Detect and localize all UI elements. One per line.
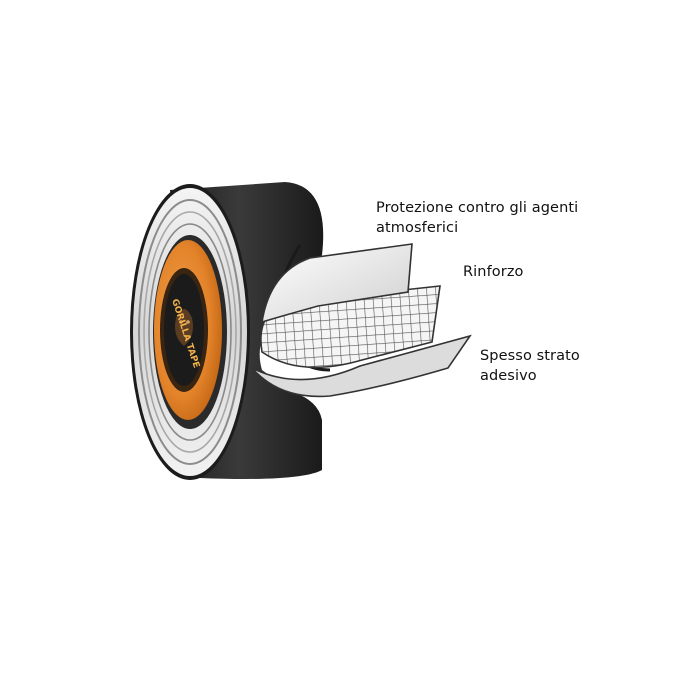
label-adhesive-line1: Spesso strato [480,348,580,364]
gorilla-tape-logo: GORILLA TAPE [164,274,204,386]
label-reinforcement: Rinforzo [463,262,524,282]
weather-protection-layer [261,243,413,324]
label-adhesive: Spesso strato adesivo [480,346,580,386]
label-weather-protection-line1: Protezione contro gli agenti [376,200,579,216]
adhesive-layer [251,334,472,398]
label-weather-protection: Protezione contro gli agenti atmosferici [376,198,578,238]
label-weather-protection-line2: atmosferici [376,220,459,236]
label-adhesive-line2: adesivo [480,368,537,384]
label-reinforcement-text: Rinforzo [463,264,524,280]
